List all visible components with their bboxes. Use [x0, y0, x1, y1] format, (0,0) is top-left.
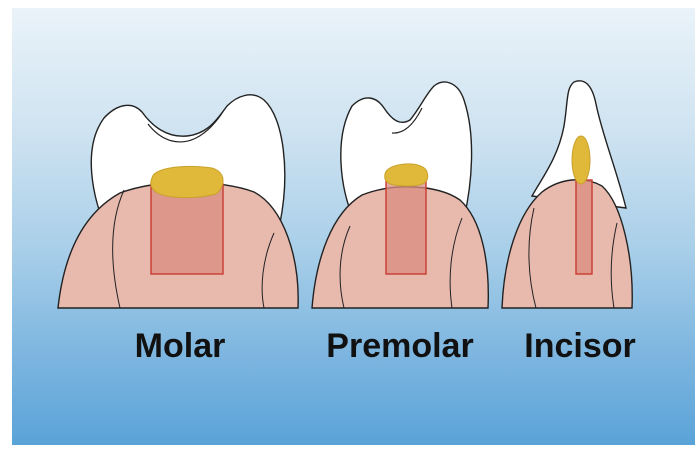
premolar-post [386, 178, 426, 274]
teeth-illustration [12, 8, 695, 445]
molar-pulp [151, 166, 223, 197]
incisor-post [576, 180, 592, 274]
molar-label: Molar [115, 326, 245, 366]
incisor-label: Incisor [510, 326, 650, 366]
premolar-tooth [312, 82, 488, 308]
incisor-pulp [572, 136, 590, 184]
premolar-pulp [385, 164, 428, 186]
premolar-label: Premolar [312, 326, 488, 366]
molar-tooth [58, 95, 298, 308]
incisor-tooth [502, 81, 632, 308]
diagram-panel: Molar Premolar Incisor [12, 8, 695, 445]
